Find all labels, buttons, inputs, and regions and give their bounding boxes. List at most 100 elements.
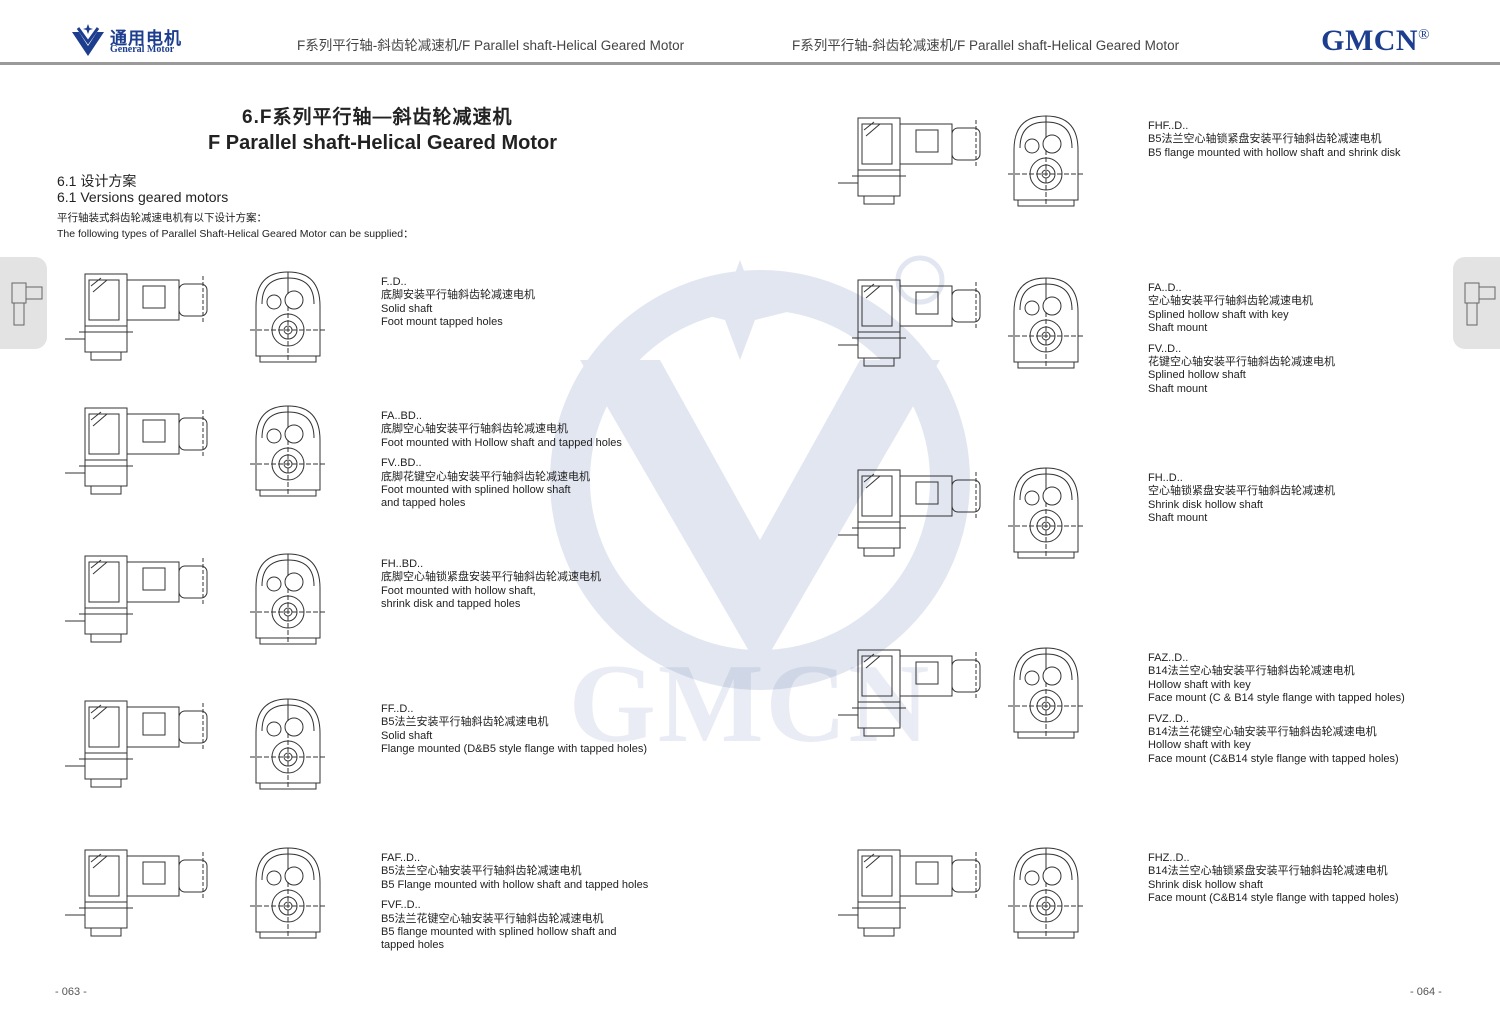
section-title-en: F Parallel shaft-Helical Geared Motor	[208, 132, 557, 154]
side-tab-right[interactable]	[1453, 257, 1500, 349]
version-text: B14法兰空心轴安装平行轴斜齿轮减速电机	[1148, 665, 1355, 678]
version-code: FF..D..	[381, 703, 414, 715]
version-text: B5 Flange mounted with hollow shaft and …	[381, 878, 649, 891]
version-code: FVF..D..	[381, 899, 421, 912]
version-text: B14法兰花键空心轴安装平行轴斜齿轮减速电机	[1148, 726, 1377, 739]
version-code: FA..BD..	[381, 410, 422, 422]
logo-text-en: General Motor	[110, 44, 175, 55]
version-code: FA..D..	[1148, 282, 1182, 294]
gearmotor-thumb-icon	[11, 282, 43, 326]
subsection-title-en: 6.1 Versions geared motors	[57, 189, 229, 205]
intro-text-cn: 平行轴装式斜齿轮减速电机有以下设计方案：	[57, 212, 267, 224]
version-text: B5法兰空心轴锁紧盘安装平行轴斜齿轮减速电机	[1148, 133, 1382, 146]
gearmotor-side-view-drawing	[828, 272, 988, 377]
version-text: B14法兰空心轴锁紧盘安装平行轴斜齿轮减速电机	[1148, 865, 1388, 878]
version-text: Face mount (C & B14 style flange with ta…	[1148, 692, 1405, 705]
version-text: Face mount (C&B14 style flange with tapp…	[1148, 752, 1399, 765]
version-text: 空心轴锁紧盘安装平行轴斜齿轮减速机	[1148, 485, 1335, 498]
version-text: B5法兰安装平行轴斜齿轮减速电机	[381, 716, 549, 729]
version-text: Foot mounted with splined hollow shaft	[381, 484, 571, 497]
gearmotor-side-view-drawing	[828, 642, 988, 747]
version-text: Hollow shaft with key	[1148, 739, 1251, 752]
version-text: Shrink disk hollow shaft	[1148, 878, 1263, 891]
version-text: Face mount (C&B14 style flange with tapp…	[1148, 892, 1399, 905]
version-text: Shrink disk hollow shaft	[1148, 498, 1263, 511]
version-text: 底脚空心轴锁紧盘安装平行轴斜齿轮减速电机	[381, 571, 601, 584]
version-text: B5 flange mounted with hollow shaft and …	[1148, 146, 1401, 159]
gearmotor-side-view-drawing	[55, 400, 215, 505]
gearmotor-side-view-drawing	[55, 548, 215, 653]
gearmotor-front-view-drawing	[248, 842, 328, 947]
gearmotor-side-view-drawing	[828, 842, 988, 947]
section-title-cn: 6.F系列平行轴—斜齿轮减速机	[242, 107, 513, 128]
version-code: FHZ..D..	[1148, 852, 1190, 864]
version-text: Flange mounted (D&B5 style flange with t…	[381, 743, 647, 756]
version-text: Shaft mount	[1148, 382, 1208, 395]
version-code: FHF..D..	[1148, 120, 1189, 132]
gearmotor-front-view-drawing	[1006, 642, 1086, 747]
intro-text-en: The following types of Parallel Shaft-He…	[57, 228, 414, 240]
header-title-right: F系列平行轴-斜齿轮减速机/F Parallel shaft-Helical G…	[792, 38, 1180, 53]
version-text: tapped holes	[381, 939, 444, 952]
version-text: 底脚安装平行轴斜齿轮减速电机	[381, 289, 535, 302]
version-text: Shaft mount	[1148, 512, 1208, 525]
version-description: FA..D..空心轴安装平行轴斜齿轮减速电机 Splined hollow sha…	[1148, 282, 1335, 403]
version-text: Solid shaft	[381, 729, 433, 742]
page-number-left: - 063 -	[55, 986, 87, 998]
gearmotor-front-view-drawing	[248, 548, 328, 653]
watermark-text: GMCN	[568, 642, 932, 766]
side-tab-left[interactable]	[0, 257, 47, 349]
header-title-left: F系列平行轴-斜齿轮减速机/F Parallel shaft-Helical G…	[297, 38, 685, 53]
subsection-title-cn: 6.1 设计方案	[57, 173, 137, 189]
gearmotor-front-view-drawing	[1006, 272, 1086, 377]
version-code: FH..BD..	[381, 558, 424, 570]
version-text: Foot mounted with Hollow shaft and tappe…	[381, 436, 622, 449]
version-text: Foot mounted with hollow shaft,	[381, 584, 536, 597]
watermark-logo-icon	[550, 255, 970, 690]
gearmotor-front-view-drawing	[1006, 110, 1086, 215]
gearmotor-side-view-drawing	[55, 693, 215, 798]
version-text: Splined hollow shaft	[1148, 369, 1246, 382]
gearmotor-side-view-drawing	[55, 842, 215, 947]
version-code: FAF..D..	[381, 852, 421, 864]
version-code: FH..D..	[1148, 472, 1183, 484]
version-code: F..D..	[381, 276, 407, 288]
gearmotor-front-view-drawing	[248, 400, 328, 505]
version-code: FV..D..	[1148, 342, 1182, 355]
version-text: 底脚空心轴安装平行轴斜齿轮减速电机	[381, 423, 568, 436]
version-text: shrink disk and tapped holes	[381, 598, 521, 611]
gearmotor-side-view-drawing	[828, 110, 988, 215]
brand-logo: GMCN®	[1321, 24, 1430, 57]
version-text: Shaft mount	[1148, 322, 1208, 335]
gearmotor-front-view-drawing	[1006, 842, 1086, 947]
version-text: B5 flange mounted with splined hollow sh…	[381, 926, 617, 939]
version-text: 空心轴安装平行轴斜齿轮减速电机	[1148, 295, 1313, 308]
version-text: B5法兰空心轴安装平行轴斜齿轮减速电机	[381, 865, 582, 878]
version-text: 底脚花键空心轴安装平行轴斜齿轮减速电机	[381, 470, 590, 483]
general-motor-logo-icon	[72, 24, 104, 56]
version-text: and tapped holes	[381, 497, 466, 510]
version-text: 花键空心轴安装平行轴斜齿轮减速电机	[1148, 356, 1335, 369]
logo-text-cn: 通用电机	[110, 29, 182, 49]
